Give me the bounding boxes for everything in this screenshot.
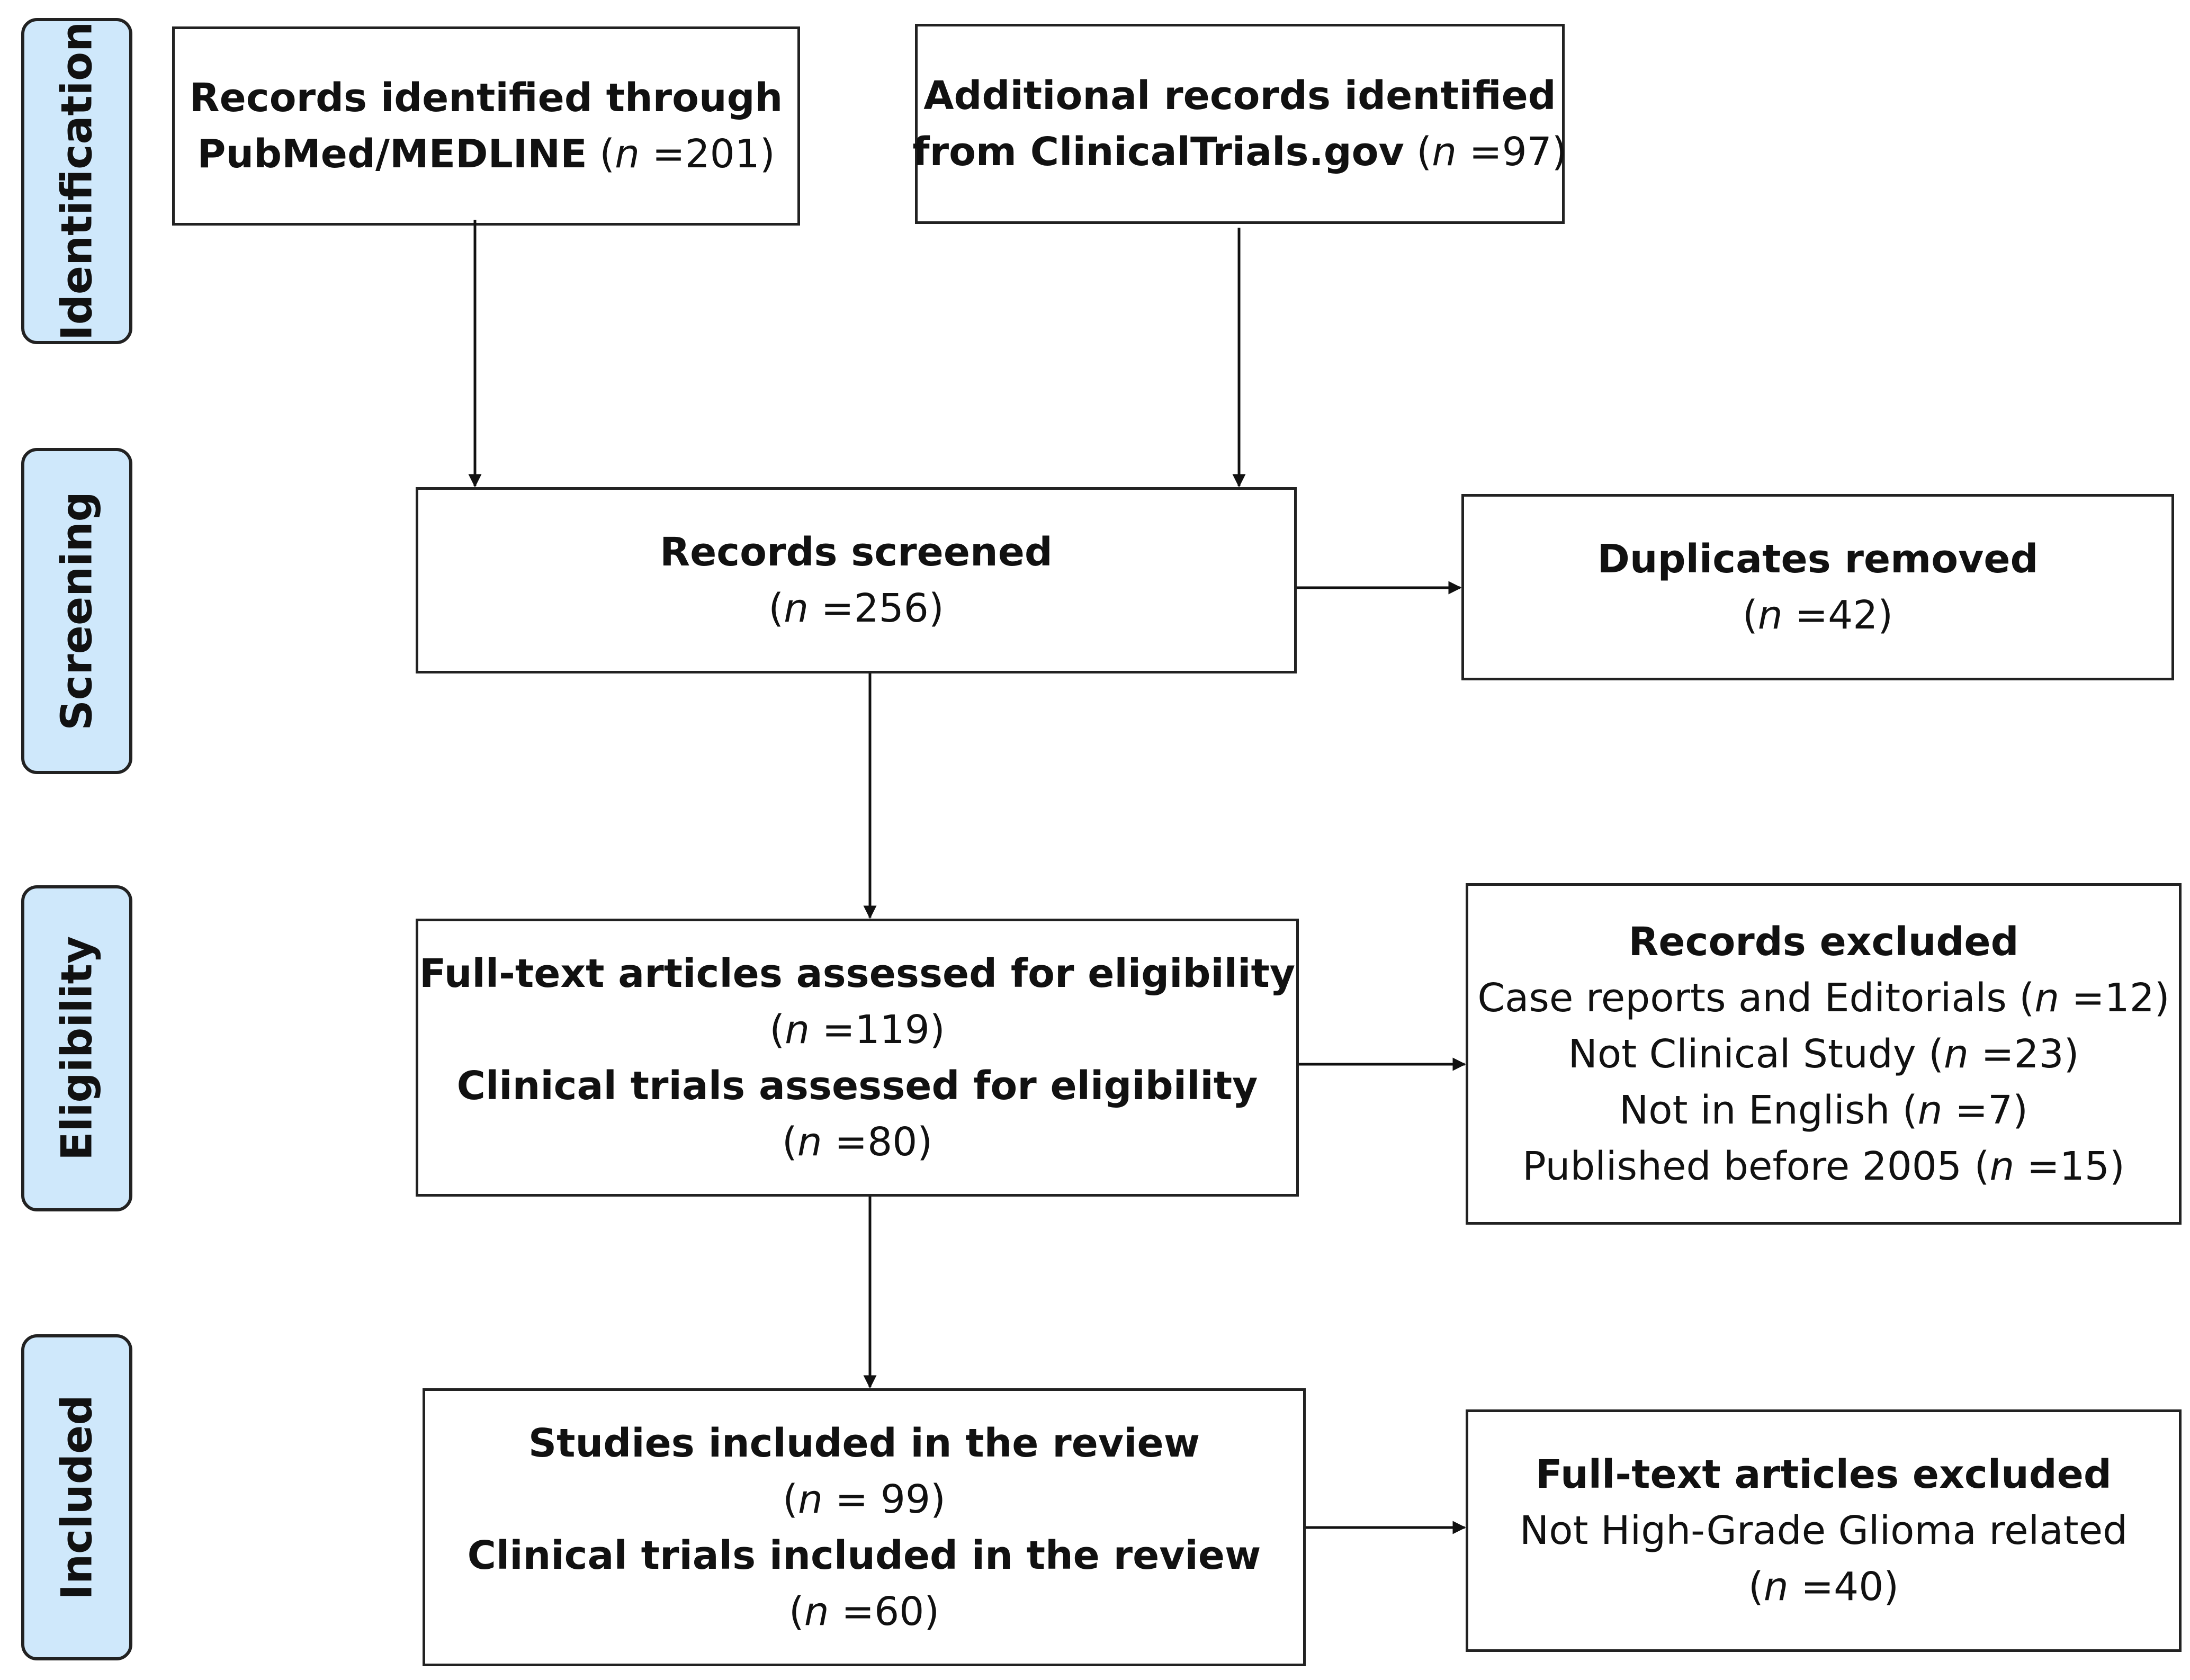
clinicaltrials-count-symbol: n: [1432, 129, 1457, 175]
pubmed-title-line2: PubMed/MEDLINE (n =201): [197, 126, 775, 182]
clinicaltrials-title-line1: Additional records identified: [923, 73, 1556, 119]
trials-included-count-symbol: n: [804, 1588, 829, 1634]
studies-included-count: = 99): [822, 1476, 946, 1522]
duplicates-count-symbol: n: [1757, 592, 1783, 638]
pubmed-count: =201): [640, 131, 775, 177]
phase-screening: Screening: [21, 448, 132, 774]
excluded-reason-before-2005: Published before 2005 (n =15): [1522, 1138, 2125, 1194]
records-excluded-box: Records excluded Case reports and Editor…: [1466, 883, 2182, 1225]
fulltext-excluded-count-symbol: n: [1763, 1564, 1789, 1610]
excluded-count: =12): [2059, 975, 2170, 1021]
pubmed-records-box: Records identified through PubMed/MEDLIN…: [172, 26, 800, 226]
trials-assessed-count: =80): [822, 1119, 933, 1165]
fulltext-excluded-count: =40): [1788, 1564, 1899, 1610]
trials-included-count: =60): [829, 1588, 940, 1634]
excluded-reason-case-reports: Case reports and Editorials (n =12): [1477, 970, 2169, 1026]
duplicates-removed-box: Duplicates removed (n =42): [1461, 494, 2174, 680]
trials-assessed-count-symbol: n: [797, 1119, 822, 1165]
excluded-count-symbol: n: [1989, 1143, 2015, 1189]
duplicates-count: =42): [1782, 592, 1893, 638]
screened-count: =256): [809, 586, 944, 631]
studies-included-box: Studies included in the review (n = 99) …: [423, 1388, 1306, 1666]
fulltext-assessed-count: =119): [810, 1007, 945, 1053]
trials-included-title: Clinical trials included in the review: [467, 1532, 1261, 1578]
excluded-count: =7): [1942, 1087, 2029, 1133]
studies-included-count-symbol: n: [797, 1476, 823, 1522]
fulltext-assessed-count-open: (: [769, 1007, 785, 1053]
excluded-count: =23): [1968, 1031, 2079, 1077]
trials-assessed-count-open: (: [782, 1119, 797, 1165]
excluded-reason-label: Not Clinical Study (: [1568, 1031, 1944, 1077]
excluded-count: =15): [2014, 1143, 2125, 1189]
duplicates-count-open: (: [1742, 592, 1758, 638]
excluded-count-symbol: n: [2034, 975, 2060, 1021]
fulltext-assessed-title: Full-text articles assessed for eligibil…: [419, 950, 1296, 996]
clinicaltrials-count-open: (: [1416, 129, 1432, 175]
pubmed-source: PubMed/MEDLINE: [197, 131, 587, 177]
fulltext-excluded-count-open: (: [1748, 1564, 1764, 1610]
pubmed-count-open: (: [599, 131, 615, 177]
clinicaltrials-records-box: Additional records identified from Clini…: [912, 24, 1567, 224]
duplicates-title: Duplicates removed: [1597, 536, 2039, 582]
fulltext-excluded-reason: Not High-Grade Glioma related: [1519, 1508, 2128, 1553]
fulltext-excluded-title: Full-text articles excluded: [1536, 1452, 2112, 1497]
fulltext-assessed-count-line: (n =119): [769, 1002, 945, 1058]
excluded-reason-not-clinical: Not Clinical Study (n =23): [1568, 1026, 2079, 1082]
screened-count-symbol: n: [784, 586, 809, 631]
duplicates-count-line: (n =42): [1743, 587, 1893, 643]
trials-included-count-line: (n =60): [789, 1584, 939, 1640]
phase-eligibility: Eligibility: [21, 885, 132, 1211]
trials-assessed-count-line: (n =80): [782, 1114, 932, 1170]
excluded-reason-label: Not in English (: [1619, 1087, 1918, 1133]
clinicaltrials-source: from ClinicalTrials.gov: [912, 129, 1404, 175]
fulltext-excluded-count-line: (n =40): [1748, 1559, 1899, 1615]
screened-count-line: (n =256): [768, 580, 944, 636]
trials-included-count-open: (: [788, 1588, 804, 1634]
clinicaltrials-title-line2: from ClinicalTrials.gov (n =97): [912, 124, 1567, 180]
excluded-reason-not-english: Not in English (n =7): [1619, 1082, 2028, 1138]
records-screened-box: Records screened (n =256): [416, 487, 1297, 673]
studies-included-title: Studies included in the review: [528, 1420, 1200, 1466]
fulltext-assessed-count-symbol: n: [785, 1007, 810, 1053]
fulltext-excluded-box: Full-text articles excluded Not High-Gra…: [1466, 1409, 2182, 1652]
pubmed-count-symbol: n: [615, 131, 640, 177]
studies-included-count-open: (: [783, 1476, 798, 1522]
eligibility-assessed-box: Full-text articles assessed for eligibil…: [416, 919, 1299, 1197]
records-excluded-title: Records excluded: [1628, 919, 2019, 965]
screened-count-open: (: [768, 586, 784, 631]
excluded-count-symbol: n: [1944, 1031, 1969, 1077]
excluded-count-symbol: n: [1917, 1087, 1943, 1133]
excluded-reason-label: Published before 2005 (: [1522, 1143, 1990, 1189]
phase-included: Included: [21, 1334, 132, 1660]
clinicaltrials-count: =97): [1457, 129, 1567, 175]
trials-assessed-title: Clinical trials assessed for eligibility: [456, 1063, 1258, 1109]
pubmed-title-line1: Records identified through: [189, 75, 783, 121]
excluded-reason-label: Case reports and Editorials (: [1477, 975, 2035, 1021]
screened-title: Records screened: [660, 529, 1053, 575]
studies-included-count-line: (n = 99): [783, 1471, 946, 1528]
phase-identification: Identification: [21, 18, 132, 344]
